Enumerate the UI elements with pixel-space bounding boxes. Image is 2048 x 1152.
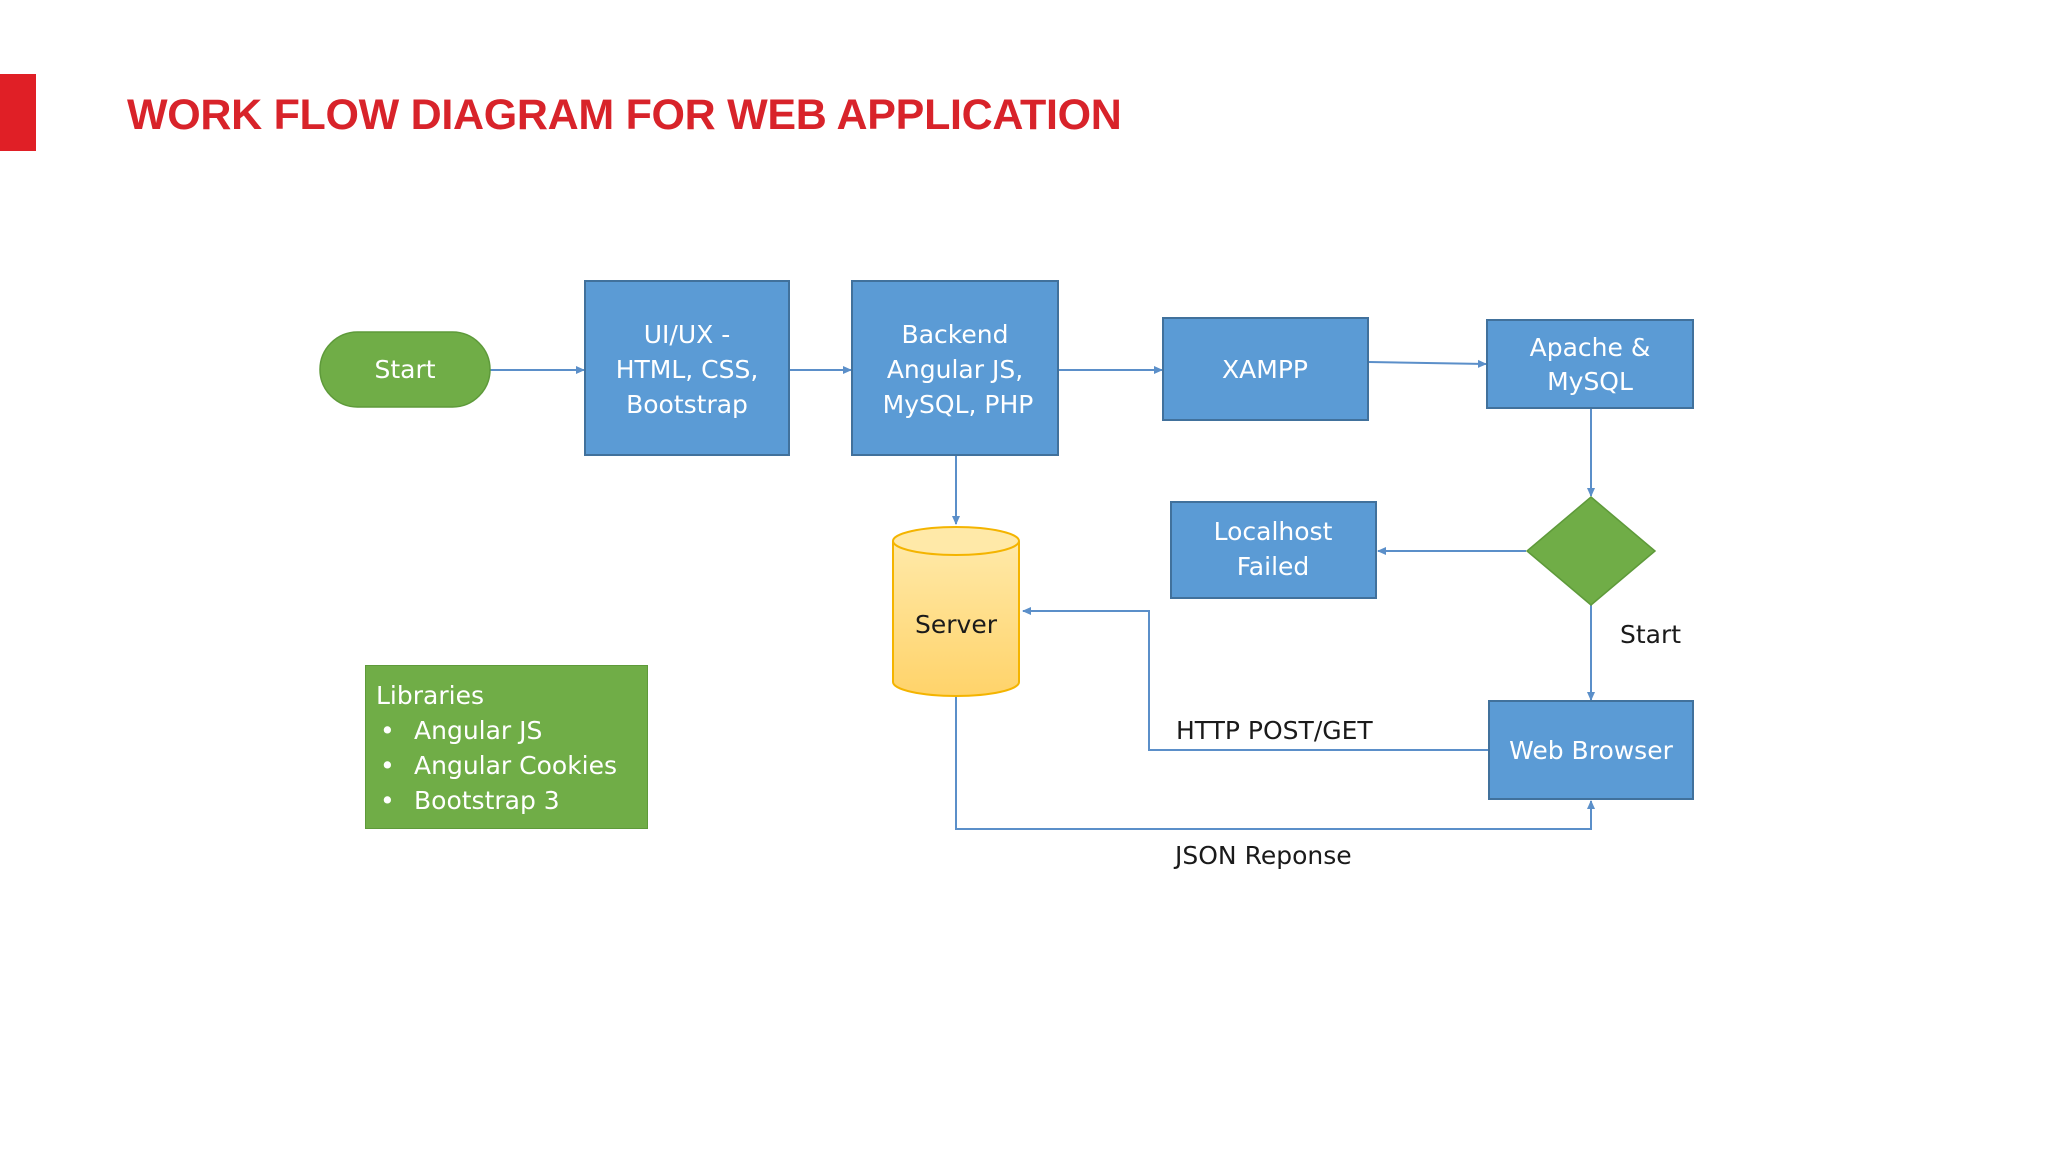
connectors	[489, 359, 1595, 830]
backend-line-3: MySQL, PHP	[883, 390, 1034, 419]
localhost-line-2: Failed	[1237, 552, 1310, 581]
apache-line-1: Apache &	[1530, 333, 1651, 362]
uiux-line-2: HTML, CSS,	[616, 355, 759, 384]
localhost-failed-node: Localhost Failed	[1170, 501, 1377, 599]
library-item: Angular JS	[376, 713, 637, 748]
web-browser-node: Web Browser	[1488, 700, 1694, 800]
json-response-label: JSON Reponse	[1173, 841, 1352, 870]
backend-line-1: Backend	[902, 320, 1009, 349]
apache-line-2: MySQL	[1547, 367, 1633, 396]
xampp-label: XAMPP	[1222, 355, 1308, 384]
edge-browser-to-server	[1022, 607, 1488, 751]
backend-node: Backend Angular JS, MySQL, PHP	[851, 280, 1059, 456]
uiux-line-3: Bootstrap	[626, 390, 748, 419]
edge-xampp-to-apache	[1368, 359, 1487, 368]
libraries-list: Angular JS Angular Cookies Bootstrap 3	[376, 713, 637, 818]
http-post-get-label: HTTP POST/GET	[1176, 716, 1373, 745]
server-database-node: Server	[892, 526, 1020, 697]
localhost-line-1: Localhost	[1214, 517, 1333, 546]
uiux-node: UI/UX - HTML, CSS, Bootstrap	[584, 280, 790, 456]
xampp-node: XAMPP	[1162, 317, 1369, 421]
libraries-title: Libraries	[376, 681, 484, 710]
library-item: Bootstrap 3	[376, 783, 637, 818]
libraries-box: Libraries Angular JS Angular Cookies Boo…	[365, 665, 648, 829]
decision-node	[1525, 496, 1657, 606]
start-node-label: Start	[374, 355, 435, 384]
edge-server-to-browser	[955, 697, 1595, 830]
decision-start-label: Start	[1620, 620, 1681, 649]
backend-line-2: Angular JS,	[887, 355, 1023, 384]
start-node: Start	[319, 331, 491, 408]
slide-accent-bar	[0, 74, 36, 151]
web-browser-label: Web Browser	[1509, 736, 1673, 765]
server-label: Server	[915, 610, 998, 639]
slide-title: WORK FLOW DIAGRAM FOR WEB APPLICATION	[127, 91, 1122, 139]
uiux-line-1: UI/UX -	[644, 320, 731, 349]
apache-mysql-node: Apache & MySQL	[1486, 319, 1694, 409]
library-item: Angular Cookies	[376, 748, 637, 783]
